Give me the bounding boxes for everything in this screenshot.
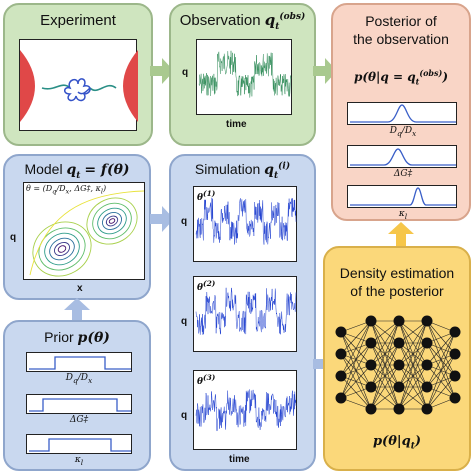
observation-y-axis-label: q <box>182 67 189 78</box>
posterior-title-line2: the observation <box>353 31 449 47</box>
simulation-trace-1 <box>195 197 297 245</box>
prior-dg-box <box>29 398 131 412</box>
prior-dg-plot <box>26 394 132 414</box>
prior-dq-label: Dq/Dx <box>65 373 93 385</box>
network-node <box>449 326 461 338</box>
network-node <box>365 337 377 349</box>
experiment-panel: Experiment <box>3 3 153 146</box>
network-node <box>421 337 433 349</box>
posterior-dg-label: ΔG‡ <box>393 169 413 179</box>
network-node <box>449 392 461 404</box>
prior-kappa-plot <box>26 434 132 454</box>
arrow-experiment-to-observation <box>150 58 174 84</box>
network-node <box>365 381 377 393</box>
network-node <box>335 370 347 382</box>
simulation-2-y-axis-label: q <box>181 316 188 327</box>
prior-dg-label: ΔG‡ <box>69 415 89 425</box>
posterior-kappa-plot <box>347 185 457 208</box>
prior-panel: Prior p(θ) Dq/Dx ΔG‡ κl <box>3 320 151 471</box>
simulation-1-y-axis-label: q <box>181 216 188 227</box>
density-formula: p(θ|qt) <box>372 434 422 452</box>
network-node <box>393 315 405 327</box>
network-node <box>365 403 377 415</box>
network-node <box>393 359 405 371</box>
posterior-dq-curve <box>350 104 456 123</box>
posterior-kappa-label: κl <box>398 209 408 221</box>
simulation-x-axis-label: time <box>229 454 250 465</box>
experiment-title: Experiment <box>40 12 116 29</box>
simulation-plot-2: θ(2) <box>193 276 297 352</box>
posterior-dg-curve <box>350 148 456 166</box>
network-node <box>365 315 377 327</box>
network-node <box>365 359 377 371</box>
posterior-formula: p(θ|q = qt(obs)) <box>353 68 449 87</box>
simulation-title: Simulation qt(i) <box>194 161 291 181</box>
posterior-dq-plot <box>347 102 457 125</box>
observation-panel: Observation qt(obs) q time <box>169 3 316 146</box>
prior-kappa-label: κl <box>74 455 84 467</box>
network-node <box>335 326 347 338</box>
network-node <box>421 359 433 371</box>
experiment-illustration <box>19 39 138 131</box>
prior-kappa-box <box>29 438 131 452</box>
density-title-line1: Density estimation <box>339 265 455 281</box>
prior-dq-plot <box>26 352 132 372</box>
network-node <box>421 381 433 393</box>
observation-trace <box>198 50 292 98</box>
network-node <box>449 370 461 382</box>
model-title: Model qt = f(θ) <box>24 161 130 181</box>
observation-x-axis-label: time <box>226 119 247 130</box>
neural-network-icon <box>335 315 461 415</box>
network-node <box>335 348 347 360</box>
density-estimation-panel: Density estimation of the posterior p(θ|… <box>323 246 471 471</box>
arrow-prior-to-model <box>64 298 90 322</box>
network-node <box>393 381 405 393</box>
simulation-2-label: θ(2) <box>197 279 216 293</box>
model-plot: θ = (Dq/Dx, ΔG‡, κl) <box>23 182 145 280</box>
observation-plot <box>196 39 292 115</box>
prior-title: Prior p(θ) <box>44 329 110 346</box>
simulation-plot-3: θ(3) <box>193 370 297 450</box>
posterior-kappa-curve <box>350 187 456 206</box>
network-node <box>421 403 433 415</box>
posterior-dq-label: Dq/Dx <box>389 126 417 138</box>
posterior-title-line1: Posterior of <box>365 13 437 29</box>
free-energy-contour <box>29 190 145 277</box>
network-node <box>393 337 405 349</box>
model-y-axis-label: q <box>10 232 17 243</box>
network-node <box>449 348 461 360</box>
arrow-density-to-posterior <box>388 222 414 246</box>
simulation-plot-1: θ(1) <box>193 186 297 262</box>
simulation-trace-3 <box>195 389 297 432</box>
network-node <box>393 403 405 415</box>
network-node <box>421 315 433 327</box>
model-parameter-vector: θ = (Dq/Dx, ΔG‡, κl) <box>26 184 107 196</box>
posterior-dg-plot <box>347 145 457 168</box>
observation-title: Observation qt(obs) <box>179 11 306 32</box>
simulation-3-label: θ(3) <box>197 373 216 387</box>
network-node <box>335 392 347 404</box>
simulation-panel: Simulation qt(i) q θ(1) q θ(2) q θ(3) ti… <box>169 154 316 471</box>
simulation-3-y-axis-label: q <box>181 410 188 421</box>
model-x-axis-label: x <box>77 283 83 294</box>
model-panel: Model qt = f(θ) q θ = (Dq/Dx, ΔG‡, κl) <box>3 154 151 300</box>
density-title-line2: of the posterior <box>350 283 444 299</box>
simulation-trace-2 <box>195 287 297 335</box>
posterior-observation-panel: Posterior of the observation p(θ|q = qt(… <box>331 3 471 221</box>
optical-tweezers-icon <box>20 50 138 122</box>
prior-dq-box <box>29 356 131 370</box>
arrow-model-to-simulation <box>150 206 174 232</box>
simulation-1-label: θ(1) <box>197 189 216 203</box>
